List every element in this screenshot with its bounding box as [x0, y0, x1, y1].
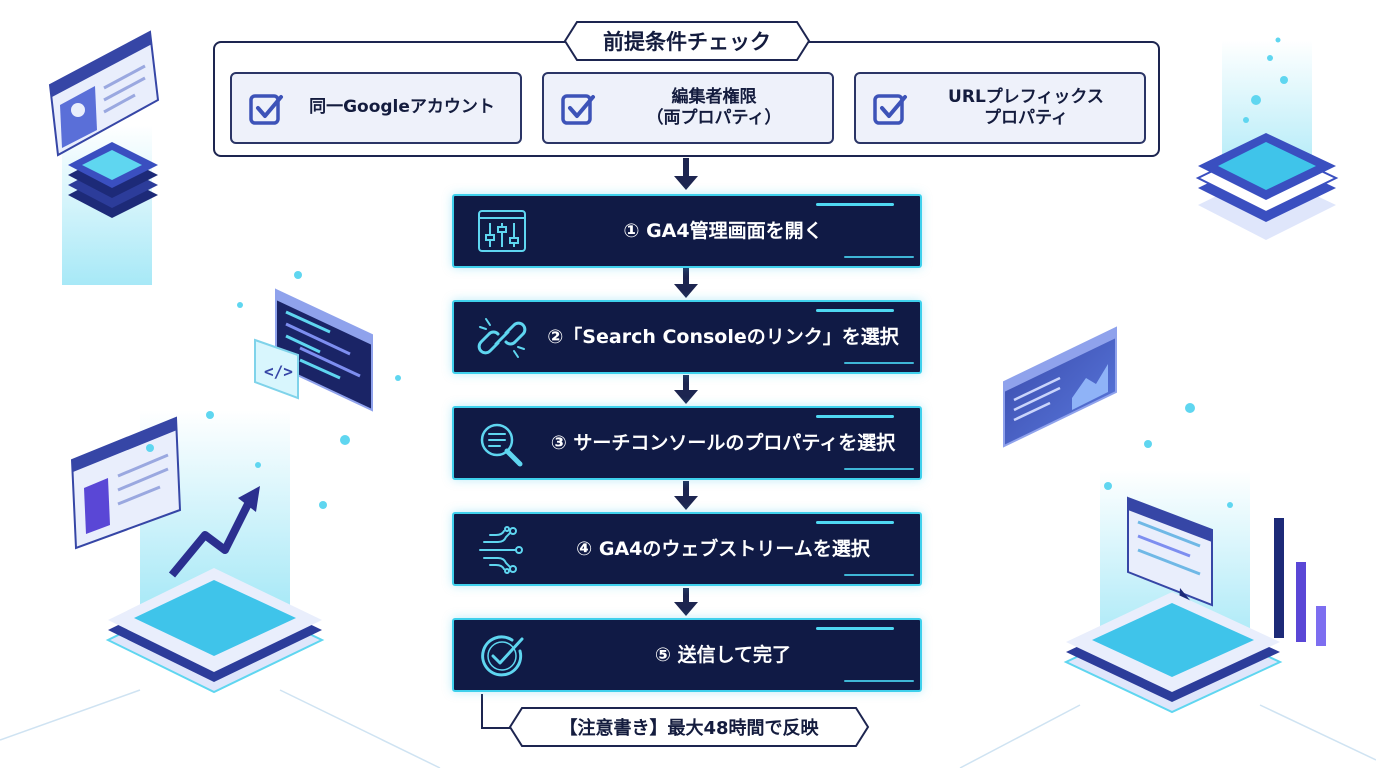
flow-arrows [674, 158, 698, 616]
prerequisite-label: 編集者権限 （両プロパティ） [646, 86, 782, 128]
chain-link-icon [477, 318, 527, 358]
step-accent-bar [816, 415, 894, 418]
growth-platform-illustration [70, 410, 350, 694]
note-connector [481, 694, 510, 729]
prerequisites-title-text: 前提条件チェック [603, 30, 771, 54]
step-label: ②「Search Consoleのリンク」を選択 [547, 325, 899, 348]
step-accent-bar [816, 309, 894, 312]
step-accent-bar [844, 468, 914, 470]
prerequisite-card-google-account: 同一Googleアカウント [230, 72, 522, 144]
step-accent-bar [844, 574, 914, 576]
analytics-window-illustration [1003, 326, 1195, 448]
step-accent-bar [816, 627, 894, 630]
step-accent-bar [816, 203, 894, 206]
step-accent-bar [844, 680, 914, 682]
cursor-platform-illustration [1063, 470, 1326, 714]
step-5-submit-complete: ⑤ 送信して完了 [452, 618, 922, 692]
prerequisite-label: URLプレフィックス プロパティ [948, 86, 1104, 128]
prerequisite-card-url-prefix: URLプレフィックス プロパティ [854, 72, 1146, 144]
svg-text:</>: </> [264, 362, 293, 381]
floor-lines [0, 689, 1376, 768]
profile-card-illustration [48, 30, 160, 285]
data-stream-icon [479, 526, 523, 574]
step-accent-bar [844, 256, 914, 258]
note-callout: 【注意書き】最大48時間で反映 [508, 706, 870, 748]
step-label: ① GA4管理画面を開く [623, 219, 823, 242]
stacked-platform-illustration [1195, 37, 1339, 240]
step-label: ③ サーチコンソールのプロパティを選択 [550, 431, 896, 454]
step-accent-bar [816, 521, 894, 524]
prerequisite-card-editor-permission: 編集者権限 （両プロパティ） [542, 72, 834, 144]
step-3-select-search-console-property: ③ サーチコンソールのプロパティを選択 [452, 406, 922, 480]
code-window-illustration: </> [237, 271, 401, 412]
step-label: ④ GA4のウェブストリームを選択 [576, 537, 870, 560]
sliders-icon [478, 210, 526, 252]
note-text: 【注意書き】最大48時間で反映 [559, 718, 819, 739]
step-4-select-web-stream: ④ GA4のウェブストリームを選択 [452, 512, 922, 586]
step-1-open-admin: ① GA4管理画面を開く [452, 194, 922, 268]
step-accent-bar [844, 362, 914, 364]
prerequisite-label: 同一Googleアカウント [309, 97, 495, 118]
prerequisites-title: 前提条件チェック [563, 20, 811, 62]
check-circle-icon [481, 635, 524, 677]
search-document-icon [480, 423, 523, 467]
checkbox-checked-icon [561, 94, 595, 125]
step-2-select-search-console-link: ②「Search Consoleのリンク」を選択 [452, 300, 922, 374]
checkbox-checked-icon [249, 94, 283, 125]
step-label: ⑤ 送信して完了 [654, 643, 792, 666]
checkbox-checked-icon [873, 94, 907, 125]
